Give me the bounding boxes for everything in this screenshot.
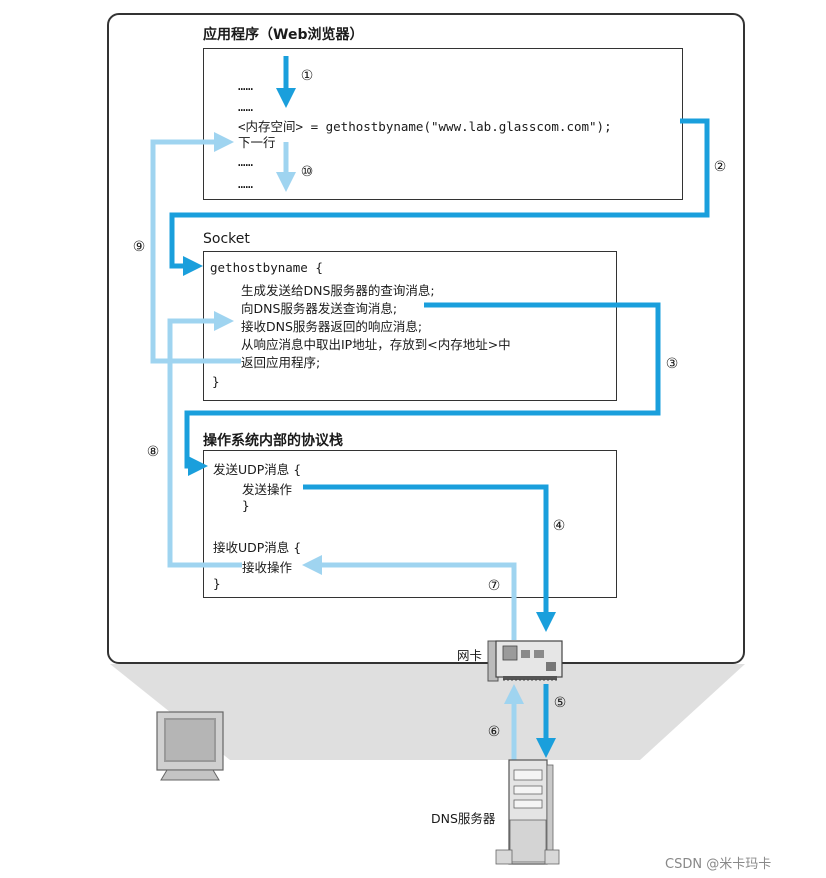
socket-box — [203, 251, 617, 401]
socket-line-2: 向DNS服务器发送查询消息; — [241, 301, 398, 316]
step-1-label: ① — [300, 68, 314, 84]
arrow-step-7 — [302, 555, 517, 640]
app-box-title: 应用程序（Web浏览器） — [203, 27, 364, 43]
socket-line-5: 返回应用程序; — [241, 355, 321, 370]
send-udp-header: 发送UDP消息 { — [213, 462, 302, 477]
dns-server-label: DNS服务器 — [431, 811, 496, 826]
socket-line-3: 接收DNS服务器返回的响应消息; — [241, 319, 423, 334]
send-udp-close: } — [242, 498, 250, 513]
os-box-title: 操作系统内部的协议栈 — [203, 433, 343, 449]
nic-label: 网卡 — [457, 648, 483, 663]
arrow-step-2 — [169, 118, 710, 276]
app-line-1: …… — [238, 78, 254, 93]
recv-udp-close: } — [213, 576, 221, 591]
socket-footer: } — [212, 374, 220, 389]
step-9-label: ⑨ — [132, 239, 146, 255]
step-5-label: ⑤ — [553, 695, 567, 711]
socket-line-1: 生成发送给DNS服务器的查询消息; — [241, 283, 435, 298]
recv-operation: 接收操作 — [242, 560, 293, 575]
socket-line-4: 从响应消息中取出IP地址，存放到<内存地址>中 — [241, 337, 511, 352]
arrow-step-9 — [150, 132, 241, 364]
app-line-call: <内存空间> = gethostbyname("www.lab.glasscom… — [238, 119, 612, 134]
arrow-step-4 — [303, 484, 556, 632]
arrow-step-3 — [184, 302, 661, 476]
send-operation: 发送操作 — [242, 482, 293, 497]
watermark: CSDN @米卡玛卡 — [665, 857, 772, 872]
app-line-6: …… — [238, 176, 254, 191]
app-line-5: …… — [238, 154, 254, 169]
step-2-label: ② — [713, 159, 727, 175]
app-line-2: …… — [238, 99, 254, 114]
recv-udp-header: 接收UDP消息 { — [213, 540, 302, 555]
step-7-label: ⑦ — [487, 578, 501, 594]
socket-header: gethostbyname { — [210, 260, 323, 275]
step-3-label: ③ — [665, 356, 679, 372]
app-line-next: 下一行 — [238, 135, 276, 150]
step-6-label: ⑥ — [487, 724, 501, 740]
step-4-label: ④ — [552, 518, 566, 534]
arrow-step-8 — [167, 311, 242, 568]
step-8-label: ⑧ — [146, 444, 160, 460]
step-10-label: ⑩ — [300, 164, 314, 180]
socket-box-title: Socket — [203, 231, 250, 247]
